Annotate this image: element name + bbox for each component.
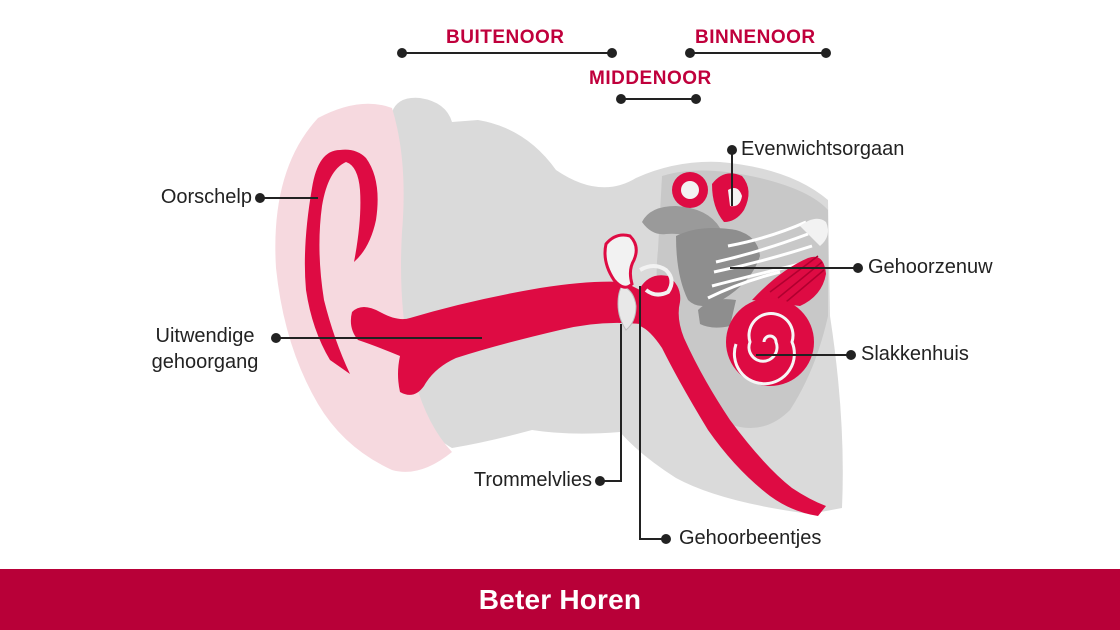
auditory-nerve <box>707 220 813 300</box>
callout-cochlea <box>756 350 856 360</box>
ossicles <box>603 233 638 289</box>
callout-ossicles <box>639 286 671 544</box>
brand-logo: Beter Horen <box>478 583 642 615</box>
outer-ear-heading: BUITENOOR <box>446 27 565 48</box>
eardrum <box>617 285 637 331</box>
callout-ear-canal <box>271 333 482 343</box>
label-vestibular: Evenwichtsorgaan <box>741 138 905 160</box>
nerve-tip <box>800 218 828 246</box>
helix <box>304 149 378 374</box>
vestibular-organ <box>642 172 760 328</box>
label-pinna: Oorschelp <box>160 186 252 208</box>
label-eardrum: Trommelvlies <box>473 469 592 491</box>
cochlea <box>726 255 826 386</box>
ossicles-stapes <box>639 264 674 297</box>
callout-nerve <box>730 263 863 273</box>
label-cochlea: Slakkenhuis <box>861 343 969 365</box>
middle-ear-range <box>616 94 701 104</box>
label-ear-canal: Uitwendige gehoorgang <box>145 323 265 375</box>
inner-ear-range <box>685 48 831 58</box>
ear-canal <box>350 281 640 395</box>
label-nerve: Gehoorzenuw <box>868 256 993 278</box>
outer-ear-range <box>397 48 617 58</box>
label-ear-canal-line2: gehoorgang <box>151 351 259 373</box>
callout-vestibular <box>727 145 737 206</box>
eustachian-tube <box>640 275 826 516</box>
middle-ear-heading: MIDDENOOR <box>589 68 712 89</box>
label-ossicles: Gehoorbeentjes <box>679 527 822 549</box>
callout-eardrum <box>595 324 622 486</box>
callout-pinna <box>255 193 318 203</box>
inner-ear-heading: BINNENOOR <box>695 27 816 48</box>
ear-anatomy-diagram <box>255 48 863 544</box>
label-ear-canal-line1: Uitwendige <box>155 325 255 347</box>
footer-bar: Beter Horen <box>0 569 1120 630</box>
